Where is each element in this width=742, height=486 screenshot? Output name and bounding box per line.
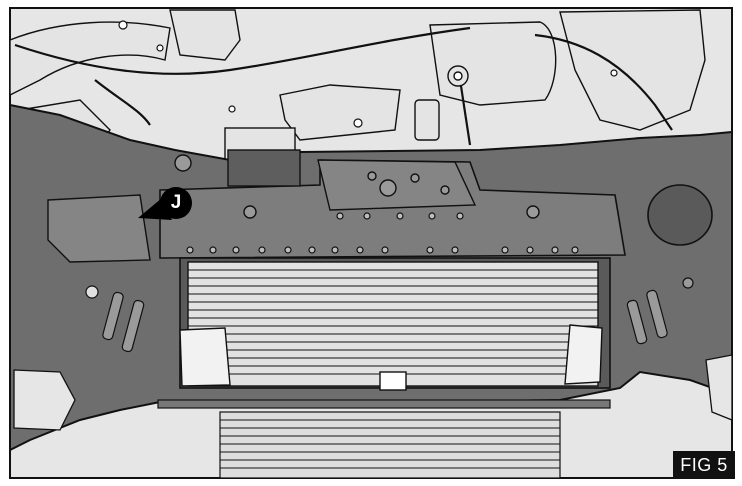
bolt xyxy=(379,179,397,197)
mounting-hole xyxy=(426,246,434,254)
main-cable xyxy=(14,26,471,75)
mounting-hole xyxy=(331,246,339,254)
radiator-core xyxy=(187,261,599,387)
mounting-hole xyxy=(501,246,509,254)
shroud-bolts xyxy=(174,154,540,219)
center-reinforcement xyxy=(317,159,477,211)
upper-shroud-plate xyxy=(159,159,626,259)
bottom-clip xyxy=(379,371,407,391)
mounting-hole xyxy=(551,246,559,254)
mounting-hole xyxy=(232,246,240,254)
bolt xyxy=(410,173,420,183)
top-latch-plate xyxy=(227,149,301,187)
lower-crossbar xyxy=(157,399,611,409)
side-slots xyxy=(85,277,694,353)
lower-radiator-fins xyxy=(220,419,560,469)
right-headlamp-opening xyxy=(647,184,713,246)
mounting-hole xyxy=(428,212,436,220)
bolt xyxy=(174,154,192,172)
mounting-hole xyxy=(258,246,266,254)
side-hole xyxy=(682,277,694,289)
fender-details xyxy=(13,354,733,431)
slot xyxy=(102,291,124,341)
intake-duct xyxy=(169,9,241,61)
mounting-hole xyxy=(186,246,194,254)
right-cable xyxy=(534,33,673,131)
side-hole xyxy=(85,285,99,299)
callout-j-marker xyxy=(138,187,192,220)
mounting-hole xyxy=(308,246,316,254)
left-wire xyxy=(94,79,151,126)
callout-circle xyxy=(160,187,192,219)
shroud-holes xyxy=(186,212,579,254)
bay-hole xyxy=(353,118,363,128)
mounting-hole xyxy=(284,246,292,254)
bolt xyxy=(440,185,450,195)
bolt xyxy=(367,171,377,181)
mounting-hole xyxy=(571,246,579,254)
center-rod xyxy=(459,85,472,146)
left-hose-assembly xyxy=(9,21,171,97)
mounting-hole xyxy=(456,212,464,220)
left-fender-mount xyxy=(13,369,76,431)
lower-radiator xyxy=(219,411,561,479)
sensor-cylinder xyxy=(414,99,440,141)
figure-label: FIG 5 xyxy=(673,451,735,479)
mounting-hole xyxy=(526,246,534,254)
left-recess xyxy=(47,194,151,263)
callout-label-j: J xyxy=(170,192,182,213)
bolt xyxy=(243,205,257,219)
bay-hole xyxy=(228,105,236,113)
center-bracket xyxy=(279,84,401,141)
slot xyxy=(121,299,145,353)
wiring-harness xyxy=(14,26,673,146)
bay-hole xyxy=(156,44,164,52)
right-end-tank xyxy=(564,324,603,385)
mounting-hole xyxy=(451,246,459,254)
right-fender-mount xyxy=(705,354,733,421)
mounting-hole xyxy=(396,212,404,220)
mounting-hole xyxy=(336,212,344,220)
bay-fasteners xyxy=(118,20,618,128)
bay-hole xyxy=(610,69,618,77)
mounting-hole xyxy=(381,246,389,254)
filler-cap-center xyxy=(453,71,463,81)
mounting-hole xyxy=(209,246,217,254)
mounting-hole xyxy=(356,246,364,254)
mounting-hole xyxy=(363,212,371,220)
slot xyxy=(646,289,668,339)
lower-radiator-core xyxy=(219,411,561,479)
bay-hole xyxy=(118,20,128,30)
slot xyxy=(626,299,648,345)
left-end-tank xyxy=(179,327,231,387)
bolt xyxy=(526,205,540,219)
